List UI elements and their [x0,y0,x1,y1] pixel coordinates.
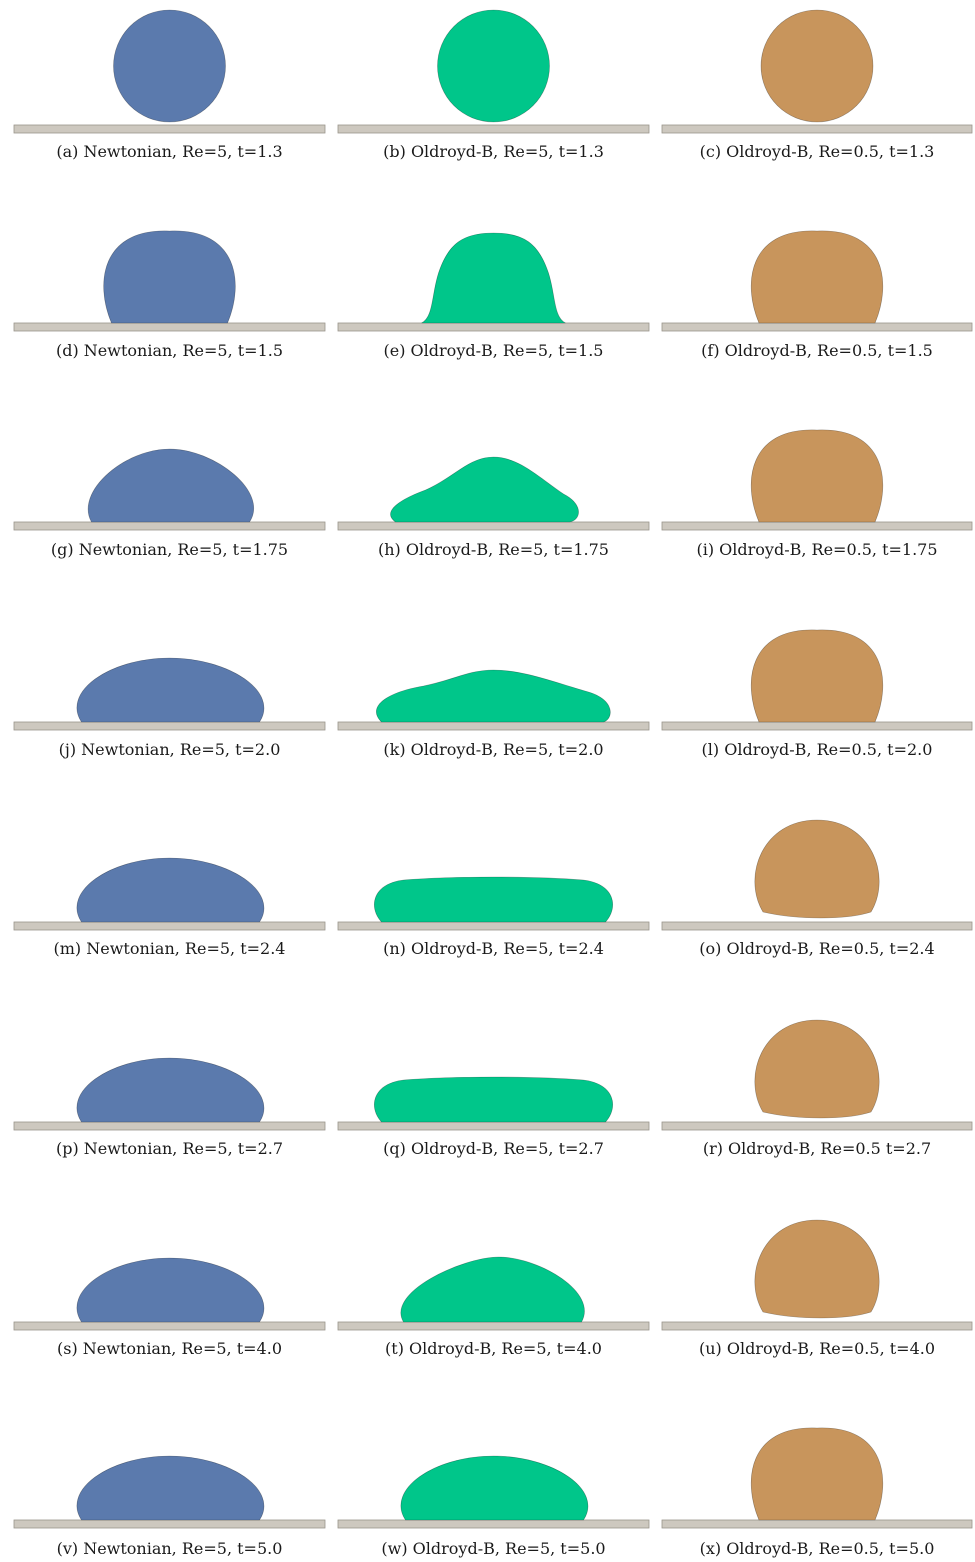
droplet-shape [750,230,884,324]
substrate-surface [337,921,650,931]
subfigure-caption: (f) Oldroyd-B, Re=0.5, t=1.5 [701,341,933,360]
substrate-surface [661,921,973,931]
substrate-surface [661,1121,973,1131]
droplet-shape [87,448,255,523]
droplet-shape [400,1455,589,1521]
droplet-shape [374,876,613,923]
subfigure-caption: (h) Oldroyd-B, Re=5, t=1.75 [378,540,609,559]
subfigure-caption: (q) Oldroyd-B, Re=5, t=2.7 [383,1139,604,1158]
substrate-surface [661,521,973,531]
substrate-surface [661,1321,973,1331]
subfigure-caption: (x) Oldroyd-B, Re=0.5, t=5.0 [700,1539,935,1558]
droplet-shape [754,1219,880,1319]
droplet-shape [76,1057,265,1123]
droplet-shape [437,9,550,123]
subfigure-panel: (p) Newtonian, Re=5, t=2.7 [13,1057,326,1158]
subfigure-caption: (g) Newtonian, Re=5, t=1.75 [51,540,288,559]
droplet-shape [754,1019,880,1119]
subfigure-caption: (w) Oldroyd-B, Re=5, t=5.0 [381,1539,605,1558]
substrate-surface [337,124,650,134]
droplet-shape [760,9,874,123]
substrate-surface [337,521,650,531]
subfigure-caption: (m) Newtonian, Re=5, t=2.4 [54,939,286,958]
subfigure-caption: (o) Oldroyd-B, Re=0.5, t=2.4 [699,939,934,958]
droplet-shape [754,819,880,919]
substrate-surface [13,721,326,731]
subfigure-caption: (a) Newtonian, Re=5, t=1.3 [56,142,282,161]
subfigure-panel: (q) Oldroyd-B, Re=5, t=2.7 [337,1076,650,1158]
droplet-shape [76,1455,265,1521]
substrate-surface [337,1121,650,1131]
subfigure-caption: (v) Newtonian, Re=5, t=5.0 [57,1539,283,1558]
subfigure-panel: (l) Oldroyd-B, Re=0.5, t=2.0 [661,629,973,759]
subfigure-caption: (b) Oldroyd-B, Re=5, t=1.3 [383,142,604,161]
subfigure-panel: (u) Oldroyd-B, Re=0.5, t=4.0 [661,1219,973,1358]
subfigure-caption: (j) Newtonian, Re=5, t=2.0 [59,740,281,759]
substrate-surface [13,921,326,931]
subfigure-panel: (t) Oldroyd-B, Re=5, t=4.0 [337,1256,650,1358]
subfigure-caption: (s) Newtonian, Re=5, t=4.0 [57,1339,282,1358]
subfigure-panel: (w) Oldroyd-B, Re=5, t=5.0 [337,1455,650,1558]
droplet-shape [400,1256,585,1323]
subfigure-panel: (s) Newtonian, Re=5, t=4.0 [13,1257,326,1358]
subfigure-panel: (n) Oldroyd-B, Re=5, t=2.4 [337,876,650,958]
subfigure-panel: (j) Newtonian, Re=5, t=2.0 [13,657,326,759]
droplet-shape [421,232,566,324]
substrate-surface [337,322,650,332]
subfigure-panel: (k) Oldroyd-B, Re=5, t=2.0 [337,669,650,759]
droplet-shape [76,1257,265,1323]
droplet-shape [76,657,265,723]
subfigure-caption: (e) Oldroyd-B, Re=5, t=1.5 [384,341,604,360]
subfigure-caption: (u) Oldroyd-B, Re=0.5, t=4.0 [699,1339,935,1358]
substrate-surface [13,124,326,134]
substrate-surface [13,1321,326,1331]
droplet-shape [750,429,884,523]
subfigure-panel: (f) Oldroyd-B, Re=0.5, t=1.5 [661,230,973,360]
subfigure-panel: (e) Oldroyd-B, Re=5, t=1.5 [337,232,650,360]
subfigure-panel: (x) Oldroyd-B, Re=0.5, t=5.0 [661,1427,973,1558]
droplet-shape [374,1076,613,1123]
subfigure-panel: (g) Newtonian, Re=5, t=1.75 [13,448,326,559]
subfigure-caption: (l) Oldroyd-B, Re=0.5, t=2.0 [702,740,933,759]
droplet-shape [113,9,226,123]
substrate-surface [13,322,326,332]
subfigure-panel: (h) Oldroyd-B, Re=5, t=1.75 [337,456,650,559]
subfigure-caption: (n) Oldroyd-B, Re=5, t=2.4 [383,939,604,958]
substrate-surface [13,521,326,531]
substrate-surface [661,322,973,332]
droplet-shape [376,669,611,723]
substrate-surface [337,721,650,731]
subfigure-caption: (p) Newtonian, Re=5, t=2.7 [56,1139,283,1158]
subfigure-panel: (b) Oldroyd-B, Re=5, t=1.3 [337,9,650,161]
substrate-surface [661,721,973,731]
subfigure-caption: (r) Oldroyd-B, Re=0.5 t=2.7 [703,1139,931,1158]
subfigure-panel: (d) Newtonian, Re=5, t=1.5 [13,230,326,360]
subfigure-panel: (r) Oldroyd-B, Re=0.5 t=2.7 [661,1019,973,1158]
substrate-surface [661,124,973,134]
subfigure-panel: (m) Newtonian, Re=5, t=2.4 [13,857,326,958]
droplet-shape [390,456,579,523]
subfigure-caption: (t) Oldroyd-B, Re=5, t=4.0 [385,1339,602,1358]
subfigure-panel: (c) Oldroyd-B, Re=0.5, t=1.3 [661,9,973,161]
subfigure-caption: (i) Oldroyd-B, Re=0.5, t=1.75 [696,540,937,559]
substrate-surface [13,1519,326,1529]
droplet-shape [76,857,265,923]
droplet-shape [750,1427,884,1521]
subfigure-panel: (v) Newtonian, Re=5, t=5.0 [13,1455,326,1558]
subfigure-caption: (c) Oldroyd-B, Re=0.5, t=1.3 [700,142,935,161]
droplet-shape [750,629,884,723]
substrate-surface [13,1121,326,1131]
subfigure-panel: (a) Newtonian, Re=5, t=1.3 [13,9,326,161]
droplet-shape [103,230,236,324]
subfigure-caption: (k) Oldroyd-B, Re=5, t=2.0 [383,740,603,759]
substrate-surface [661,1519,973,1529]
subfigure-panel: (o) Oldroyd-B, Re=0.5, t=2.4 [661,819,973,958]
substrate-surface [337,1321,650,1331]
subfigure-panel: (i) Oldroyd-B, Re=0.5, t=1.75 [661,429,973,559]
subfigure-caption: (d) Newtonian, Re=5, t=1.5 [56,341,283,360]
substrate-surface [337,1519,650,1529]
